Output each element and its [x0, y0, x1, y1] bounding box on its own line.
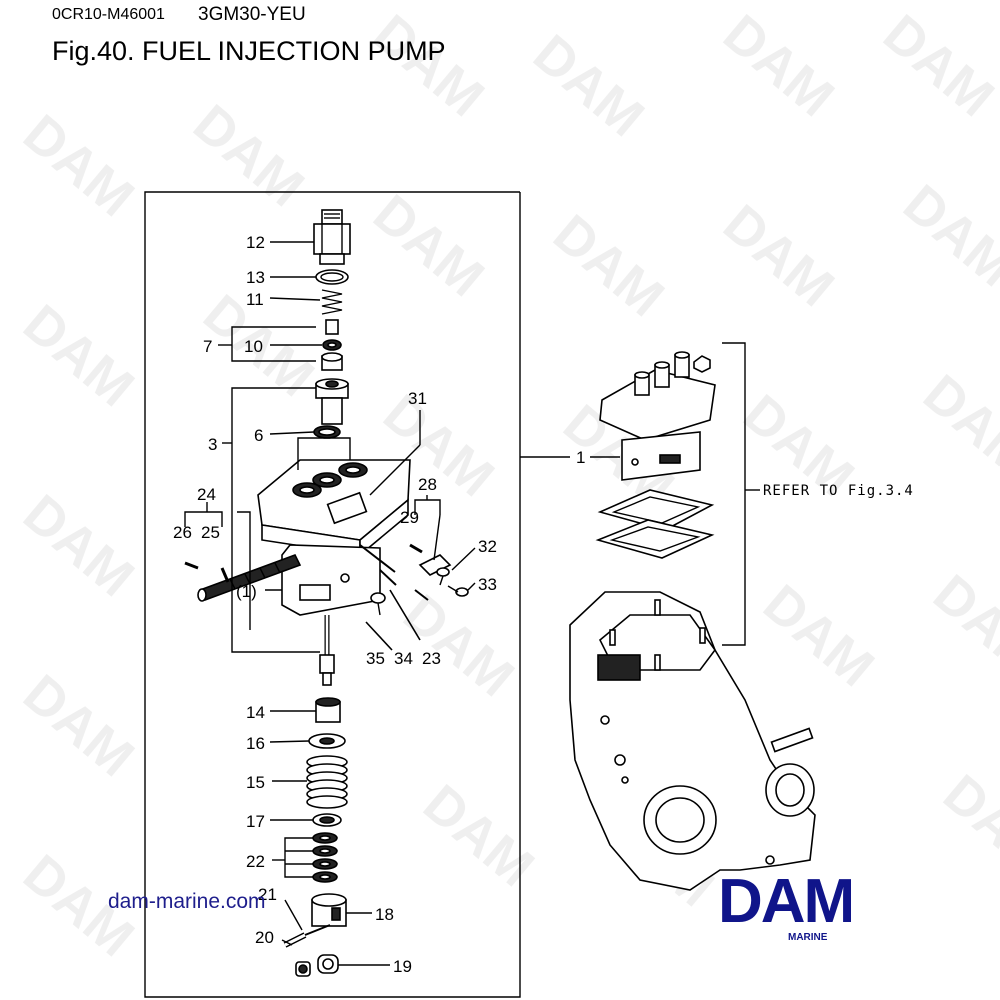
callout-29: 29 — [400, 508, 419, 527]
part-23-screw — [370, 592, 386, 616]
watermark: DAM — [712, 193, 845, 318]
callout-16: 16 — [246, 734, 265, 753]
part-14-spring-seat — [315, 697, 341, 723]
pump-gaskets — [595, 489, 715, 559]
logo-text: DAM — [718, 867, 853, 936]
part-19-roller — [317, 954, 339, 974]
callout-11: 11 — [246, 290, 264, 309]
part-35-pin — [365, 621, 393, 651]
callout-14: 14 — [246, 703, 265, 722]
watermark: DAM — [412, 773, 545, 898]
part-bushing — [295, 961, 311, 977]
watermark: DAM — [932, 763, 1000, 888]
callout-32: 32 — [478, 537, 497, 556]
callout-6: 6 — [254, 426, 263, 445]
callout-12: 12 — [246, 233, 265, 252]
callout-1-sub: (1) — [236, 582, 257, 601]
part-28-plate — [418, 554, 452, 576]
callout-13: 13 — [246, 268, 265, 287]
part-33-bolt — [447, 585, 469, 597]
callout-17: 17 — [246, 812, 265, 831]
website-link: dam-marine.com — [108, 890, 266, 913]
watermark: DAM — [522, 23, 655, 148]
watermark: DAM — [752, 573, 885, 698]
callout-10: 10 — [244, 337, 263, 356]
logo-subtext: MARINE — [788, 932, 828, 943]
figure-title: Fig.40. FUEL INJECTION PUMP — [52, 36, 446, 66]
part-21-pin — [304, 924, 331, 936]
watermark: DAM — [182, 93, 315, 218]
callout-22: 22 — [246, 852, 265, 871]
part-delivery-valve — [325, 319, 339, 335]
watermark: DAM — [362, 3, 495, 128]
callout-21: 21 — [258, 885, 277, 904]
right-leader-lines — [520, 342, 760, 646]
callout-1: 1 — [576, 448, 585, 467]
watermark: DAM — [912, 363, 1000, 488]
part-17-lower-spring-seat — [312, 813, 342, 827]
watermark: DAM — [392, 583, 525, 708]
callout-labels: 12 13 11 7 10 3 6 31 24 26 25 (1) 28 29 … — [173, 233, 497, 976]
callout-25: 25 — [201, 523, 220, 542]
part-29-pin — [409, 543, 423, 554]
watermark: DAM — [922, 563, 1000, 688]
callout-28: 28 — [418, 475, 437, 494]
dam-logo: DAM MARINE — [718, 867, 855, 943]
part-26-pin — [184, 561, 199, 570]
callout-15: 15 — [246, 773, 265, 792]
watermark: DAM — [542, 203, 675, 328]
watermark: DAM — [12, 663, 145, 788]
part-22-shims — [312, 832, 338, 883]
watermark: DAM — [12, 103, 145, 228]
callout-24: 24 — [197, 485, 216, 504]
callout-18: 18 — [375, 905, 394, 924]
callout-7: 7 — [203, 337, 212, 356]
watermark: DAM — [12, 483, 145, 608]
watermark: DAM — [362, 183, 495, 308]
callout-19: 19 — [393, 957, 412, 976]
document-code: 0CR10-M46001 — [52, 6, 165, 23]
part-pin — [379, 569, 397, 586]
part-pump-housing — [257, 437, 411, 616]
part-3-plunger-barrel — [315, 378, 349, 425]
callout-33: 33 — [478, 575, 497, 594]
part-12-delivery-valve-holder — [313, 209, 351, 265]
part-32-screw — [436, 567, 450, 586]
part-25-pin — [220, 567, 230, 583]
callout-3: 3 — [208, 435, 217, 454]
parts-frame — [144, 191, 521, 998]
callout-34: 34 — [394, 649, 413, 668]
gear-case-housing — [569, 591, 816, 891]
callout-35: 35 — [366, 649, 385, 668]
part-34-pin — [389, 589, 421, 641]
watermark: DAM — [12, 293, 145, 418]
leader-lines — [184, 241, 476, 966]
watermark: DAM — [712, 3, 845, 128]
reference-note: REFER TO Fig.3.4 — [763, 483, 914, 499]
callout-26: 26 — [173, 523, 192, 542]
callout-23: 23 — [422, 649, 441, 668]
callout-31: 31 — [408, 389, 427, 408]
part-11-spring — [321, 289, 343, 315]
watermark: DAM — [872, 3, 1000, 128]
engine-model: 3GM30-YEU — [198, 4, 306, 25]
watermark: DAM — [892, 173, 1000, 298]
assembled-injection-pump — [599, 351, 716, 481]
part-18-tappet — [311, 893, 347, 927]
part-15-plunger-spring — [306, 755, 348, 809]
callout-20: 20 — [255, 928, 274, 947]
part-plunger — [319, 615, 335, 686]
